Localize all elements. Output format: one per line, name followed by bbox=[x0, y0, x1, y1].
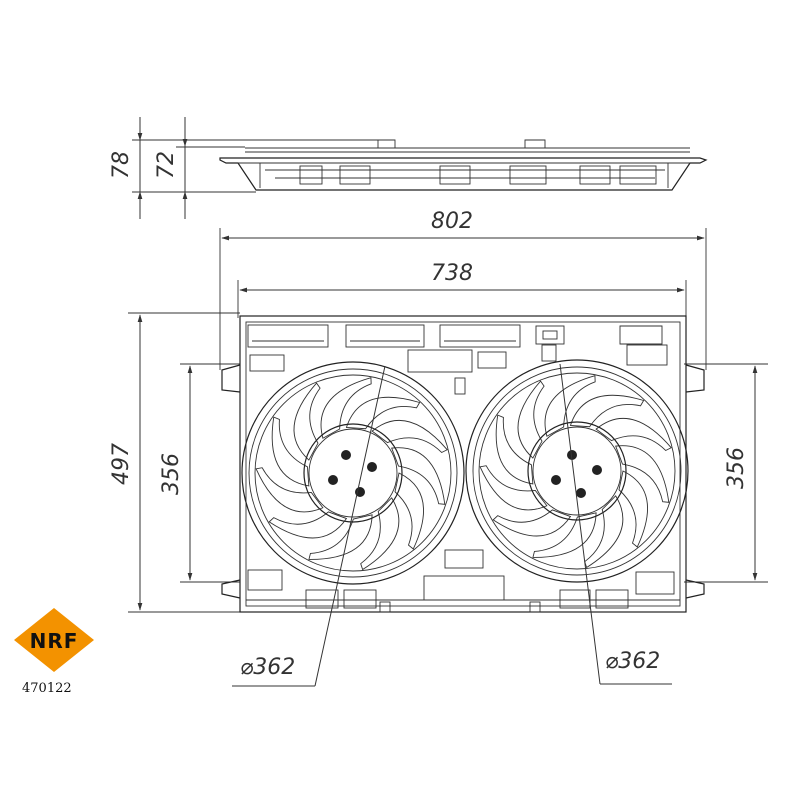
dim-overall-height: 497 bbox=[109, 443, 134, 485]
fan-blade bbox=[479, 465, 548, 511]
height-dimensions: 497 356 356 bbox=[109, 312, 768, 613]
top-profile-view bbox=[219, 139, 708, 191]
dim-overall-width: 802 bbox=[431, 209, 473, 234]
width-dimensions: 802 738 bbox=[219, 209, 707, 370]
fan-blade bbox=[517, 380, 545, 459]
fan-blade bbox=[615, 445, 670, 503]
fan-blade bbox=[495, 414, 534, 485]
diameter-callouts: ⌀362 ⌀362 bbox=[232, 363, 672, 687]
fan-blade bbox=[618, 470, 648, 548]
part-number: 470122 bbox=[22, 681, 72, 696]
fan-blade bbox=[394, 472, 424, 550]
fan-blade bbox=[271, 416, 310, 487]
left-fan-blades bbox=[255, 377, 448, 571]
fan-blade bbox=[255, 467, 324, 513]
depth-dimensions: 78 72 bbox=[109, 117, 380, 219]
fan-blade bbox=[371, 419, 448, 454]
dim-left-fan-diameter: ⌀362 bbox=[240, 655, 295, 680]
right-fan-blades bbox=[479, 375, 672, 569]
fan-blade bbox=[492, 509, 572, 537]
fan-blade bbox=[360, 497, 400, 571]
left-fan bbox=[241, 361, 465, 585]
fan-blade bbox=[345, 396, 421, 430]
fan-blade bbox=[391, 447, 446, 505]
fan-blade bbox=[268, 511, 348, 539]
dim-left-fan-mount: 356 bbox=[159, 453, 184, 495]
logo-text: NRF bbox=[30, 629, 79, 653]
dim-overall-depth: 78 bbox=[109, 151, 134, 179]
logo-diamond-shape bbox=[14, 608, 94, 672]
fan-blade bbox=[584, 495, 624, 569]
fan-blade bbox=[320, 377, 372, 439]
fan-blade bbox=[595, 417, 672, 452]
fan-blade bbox=[293, 382, 321, 461]
dim-right-fan-diameter: ⌀362 bbox=[605, 649, 660, 674]
fan-blade bbox=[308, 514, 373, 560]
nrf-logo: NRF bbox=[14, 608, 94, 672]
fan-shroud-frame bbox=[221, 315, 705, 613]
dim-right-fan-mount: 356 bbox=[724, 447, 749, 489]
dim-frame-width: 738 bbox=[431, 261, 473, 286]
dim-frame-depth: 72 bbox=[154, 151, 179, 179]
fan-blade bbox=[569, 394, 645, 428]
right-fan bbox=[465, 359, 689, 583]
